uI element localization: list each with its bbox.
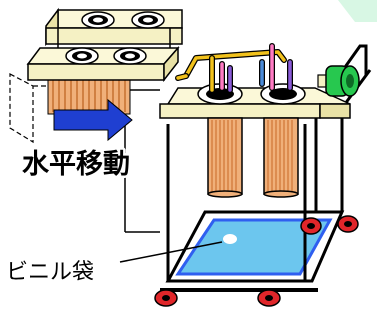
motor-icon: [317, 65, 360, 97]
fringe-filters: [47, 75, 131, 115]
dashed-outline: [9, 73, 34, 144]
lower-board-top: [26, 47, 180, 65]
filter-cartridge-right: [263, 117, 299, 198]
cart-posts: [166, 108, 344, 281]
tie-rods: [57, 28, 171, 48]
vinyl-bag-label: ビニル袋: [6, 260, 94, 285]
right-arrow-icon: [53, 98, 133, 142]
cart-shelf-front: [159, 103, 321, 119]
moving-filter-unit: [9, 7, 183, 144]
corner-accent: [338, 0, 377, 22]
pipes: [175, 43, 293, 93]
horizontal-move-label: 水平移動: [22, 149, 130, 180]
filter-cartridge-left: [207, 117, 243, 198]
lower-board-front: [27, 63, 165, 81]
bag-leader-line: [119, 241, 223, 263]
filter-cartridges: [207, 117, 299, 198]
cart-shelf-top: [166, 87, 351, 105]
wheels: [154, 215, 359, 307]
vinyl-bag: [175, 218, 333, 276]
cart: [154, 43, 372, 307]
filter-ports: [65, 11, 165, 65]
bag-highlight: [223, 234, 237, 244]
